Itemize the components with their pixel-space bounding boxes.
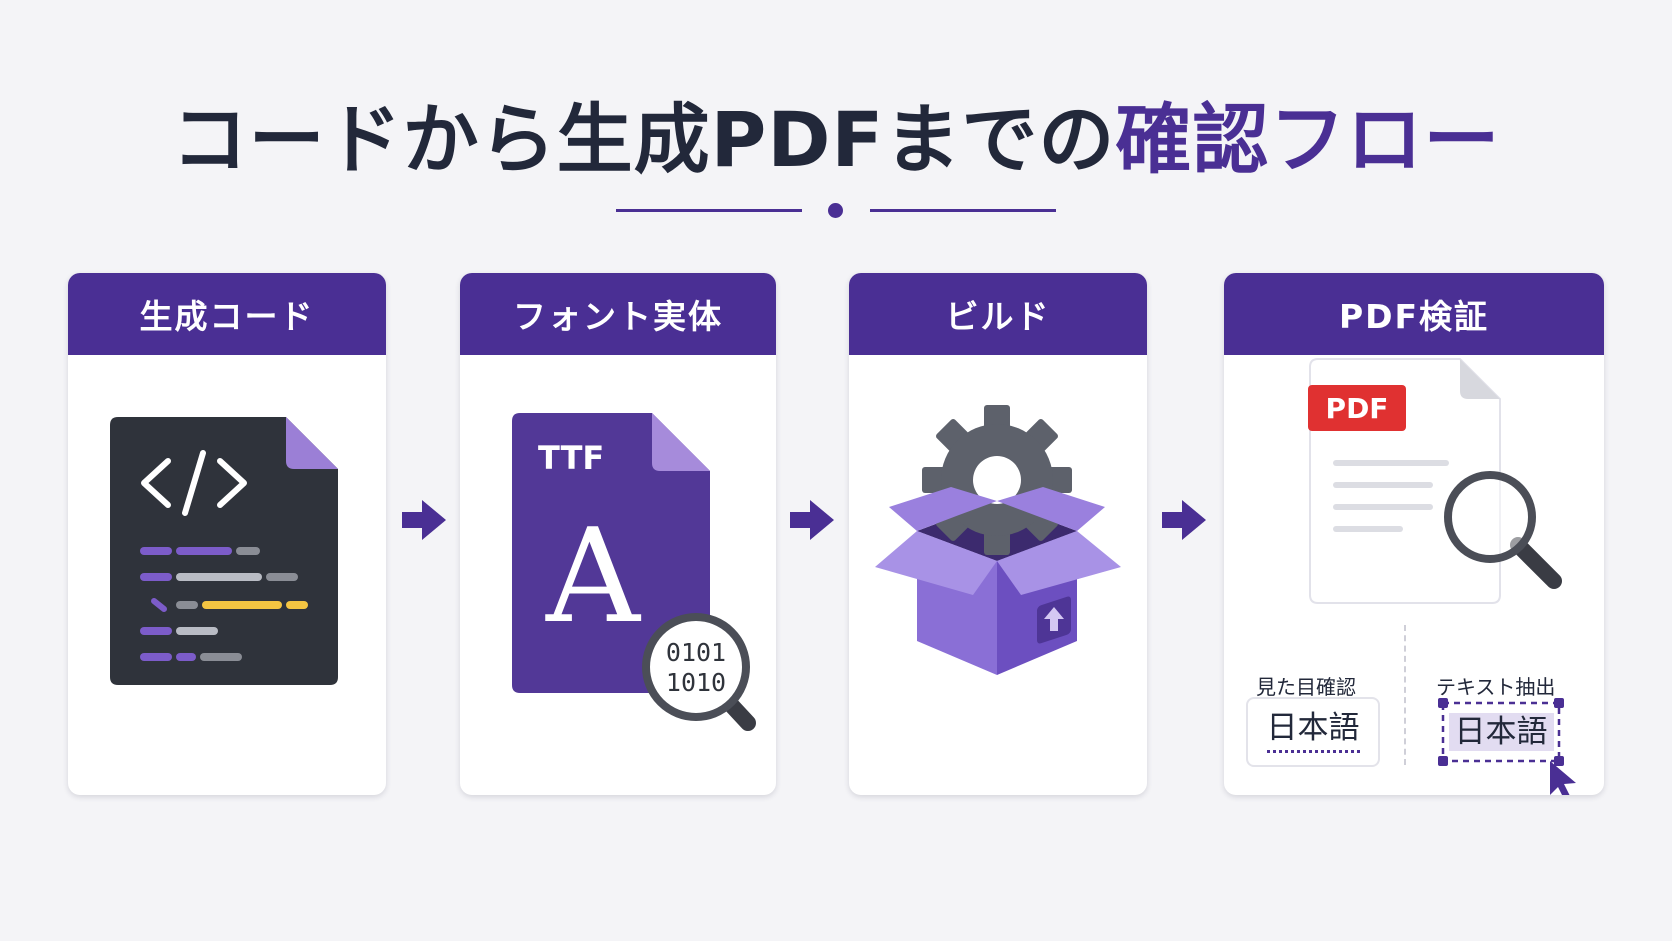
gear-box-icon [875,405,1121,675]
text-selection-frame [1438,698,1564,766]
font-file-icon: TTF A 0101 1010 [512,413,756,731]
step-header: PDF検証 [1224,273,1604,355]
text-extract-label: テキスト抽出 [1436,675,1556,699]
step-card-pdf-verify: PDF検証 PDF [1224,273,1604,795]
cursor-icon [1550,761,1576,795]
binary-line-1: 0101 [666,638,726,667]
visual-check-label: 見た目確認 [1256,675,1356,699]
extract-sample-text: 日本語 [1448,712,1554,752]
font-glyph: A [545,500,642,652]
binary-line-2: 1010 [666,668,726,697]
flow-arrow-icon [790,500,834,540]
step-header: フォント実体 [460,273,776,355]
visual-check-sample: 日本語 [1246,697,1380,767]
title-divider-right [870,209,1056,212]
pdf-magnifier-icon: PDF [1308,358,1576,795]
step-card-font-entity: フォント実体 TTF A 0101 1010 [460,273,776,795]
upload-icon [1037,596,1071,644]
magnifier-icon [1444,471,1562,589]
svg-text:PDF: PDF [1326,392,1389,425]
flow-arrow-icon [1162,500,1206,540]
text-extract-sample[interactable]: 日本語 [1443,703,1559,761]
title-accent: 確認フロー [1115,95,1501,184]
step-card-generated-code: 生成コード [68,273,386,795]
pdf-badge-icon: PDF [1308,385,1406,431]
step-header: 生成コード [68,273,386,355]
flow-arrow-icon [402,500,446,540]
column-separator [1404,625,1406,765]
visual-sample-text: 日本語 [1266,711,1360,753]
title-divider-dot [828,203,843,218]
step-card-build: ビルド [849,273,1147,795]
title-main: コードから生成PDFまでの [171,95,1116,184]
magnifier-icon: 0101 1010 [642,613,756,731]
page-title: コードから生成PDFまでの確認フロー [0,78,1672,188]
code-file-icon [110,417,338,685]
title-divider-left [616,209,802,212]
step-header: ビルド [849,273,1147,355]
font-ext-label: TTF [538,439,604,477]
